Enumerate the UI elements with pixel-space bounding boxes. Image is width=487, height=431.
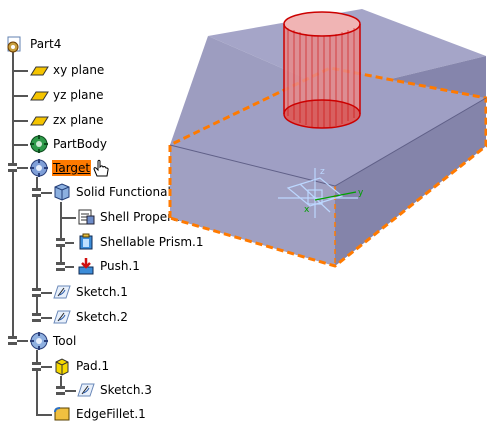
push-icon <box>76 256 96 276</box>
tree-node-label: Shellable Prism.1 <box>100 235 204 249</box>
expander-target[interactable] <box>8 163 17 172</box>
tree-node-label: Part4 <box>30 37 62 51</box>
tree-line <box>36 177 38 317</box>
3d-viewport[interactable]: y x z <box>160 0 487 428</box>
axis-z-label: z <box>320 167 325 177</box>
tree-line <box>12 167 28 169</box>
tree-line <box>12 52 14 340</box>
tree-line <box>36 414 52 416</box>
axis-y-label: y <box>358 188 364 198</box>
tree-line <box>60 202 62 266</box>
tree-line <box>12 120 28 122</box>
tree-line <box>60 217 76 219</box>
shellable-prism-icon <box>76 232 96 252</box>
expander-solid-functional-set[interactable] <box>32 188 41 197</box>
cylinder-tool <box>283 11 361 129</box>
tree-node-shellable-prism[interactable]: Shellable Prism.1 <box>76 232 204 252</box>
box-edge <box>169 144 336 187</box>
tree-node-label: EdgeFillet.1 <box>76 407 146 421</box>
tree-line <box>60 376 62 392</box>
tree-node-label: Sketch.2 <box>76 310 128 324</box>
expander-push[interactable] <box>56 262 65 271</box>
tree-line <box>36 192 52 194</box>
tree-line <box>60 266 74 268</box>
part-gear-icon <box>6 34 26 54</box>
tree-node-label: Target <box>52 160 92 176</box>
axis-x-line <box>314 191 357 201</box>
tree-node-yz-plane[interactable]: yz plane <box>29 85 105 105</box>
expander-tool[interactable] <box>8 336 17 345</box>
hand-cursor-icon <box>91 158 111 178</box>
shell-properties-icon <box>76 207 96 227</box>
tree-node-label: Sketch.1 <box>76 285 128 299</box>
tree-line <box>36 317 52 319</box>
tree-line <box>60 242 74 244</box>
functional-set-icon <box>52 182 72 202</box>
tree-node-edgefillet[interactable]: EdgeFillet.1 <box>52 404 147 424</box>
tree-node-label: PartBody <box>53 137 107 151</box>
plane-icon <box>29 110 49 130</box>
tree-line <box>60 390 76 392</box>
sketch-icon <box>52 282 72 302</box>
box-right <box>335 98 486 266</box>
body-gear-icon <box>29 331 49 351</box>
tree-node-zx-plane[interactable]: zx plane <box>29 110 105 130</box>
box-front <box>170 145 335 266</box>
tree-node-tool[interactable]: Tool <box>29 331 77 351</box>
axis-x-label: x <box>304 205 310 215</box>
tree-line <box>12 70 28 72</box>
tree-line <box>12 95 28 97</box>
tree-node-label: zx plane <box>53 113 104 127</box>
pad-icon <box>52 356 72 376</box>
tree-node-label: Pad.1 <box>76 359 110 373</box>
tree-node-sketch3[interactable]: Sketch.3 <box>76 380 153 400</box>
tree-node-label: Sketch.3 <box>100 383 152 397</box>
tree-node-target[interactable]: Target <box>29 158 114 178</box>
body-gear-icon <box>29 158 49 178</box>
tree-line <box>36 350 38 414</box>
tree-node-label: yz plane <box>53 88 104 102</box>
body-gear-icon <box>29 134 49 154</box>
tree-node-part4[interactable]: Part4 <box>6 34 62 54</box>
expander-pad[interactable] <box>32 362 41 371</box>
plane-icon <box>29 60 49 80</box>
sketch-icon <box>52 307 72 327</box>
expander-sketch1[interactable] <box>32 288 41 297</box>
plane-icon <box>29 85 49 105</box>
tree-node-sketch1[interactable]: Sketch.1 <box>52 282 129 302</box>
tree-node-xy-plane[interactable]: xy plane <box>29 60 105 80</box>
expander-shellable-prism[interactable] <box>56 238 65 247</box>
box-edge <box>334 97 487 187</box>
tree-node-label: Tool <box>53 334 77 348</box>
tree-node-label: xy plane <box>53 63 105 77</box>
tree-line <box>12 144 28 146</box>
tree-node-pad[interactable]: Pad.1 <box>52 356 110 376</box>
expander-sketch2[interactable] <box>32 313 41 322</box>
3d-scene: y x z <box>168 9 487 268</box>
tree-line <box>36 292 52 294</box>
expander-sketch3[interactable] <box>56 386 65 395</box>
tree-node-partbody[interactable]: PartBody <box>29 134 108 154</box>
tree-line <box>36 366 52 368</box>
tree-node-label: Push.1 <box>100 259 140 273</box>
tree-node-sketch2[interactable]: Sketch.2 <box>52 307 129 327</box>
axis-gizmo <box>278 168 358 218</box>
edge-fillet-icon <box>52 404 72 424</box>
tree-line <box>12 340 28 342</box>
sketch-icon <box>76 380 96 400</box>
tree-node-push[interactable]: Push.1 <box>76 256 141 276</box>
